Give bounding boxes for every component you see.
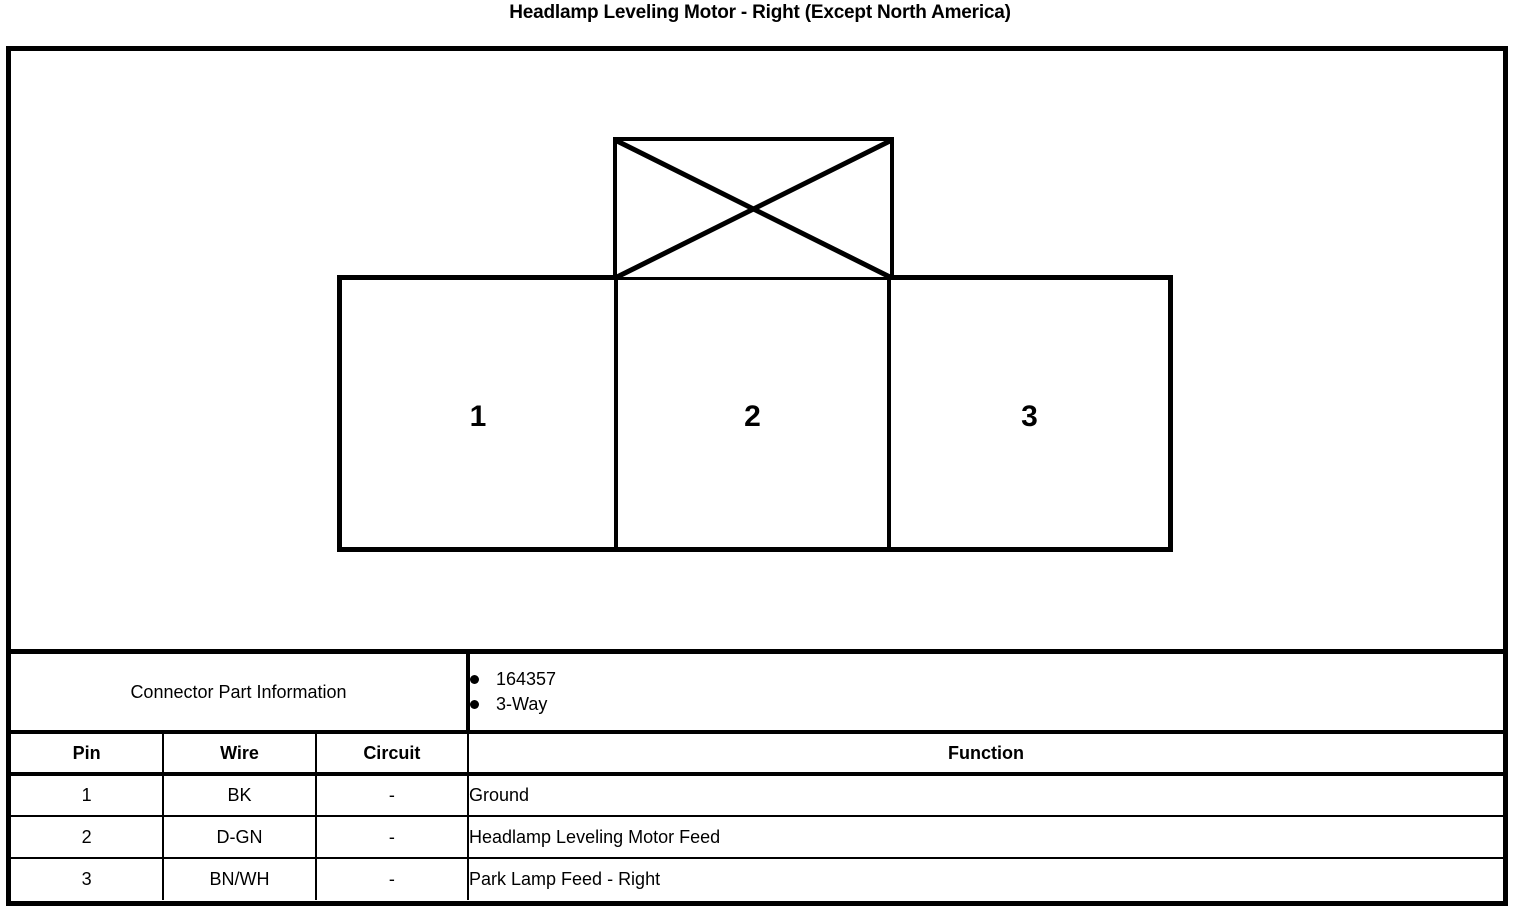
column-header-circuit: Circuit (315, 732, 470, 776)
connector-part-number-line: 164357 (470, 667, 1503, 692)
connector-part-information-label: Connector Part Information (11, 654, 470, 734)
table-row: 3 BN/WH - Park Lamp Feed - Right (11, 858, 1503, 900)
connector-body: 1 2 3 (337, 275, 1173, 552)
connector-cell-3[interactable]: 3 (891, 280, 1168, 547)
row-wire: BN/WH (163, 858, 317, 900)
row-pin: 2 (11, 816, 165, 859)
connector-diagram-area: 1 2 3 (11, 51, 1503, 654)
column-header-pin: Pin (11, 732, 165, 776)
row-circuit: - (315, 858, 470, 900)
connector-cell-2[interactable]: 2 (614, 280, 891, 547)
connector-cell-1-label: 1 (469, 399, 487, 433)
keyed-tab (613, 137, 894, 280)
row-pin: 1 (11, 774, 165, 817)
figure-frame: 1 2 3 Connector Part Information 164357 (6, 46, 1508, 906)
connector-cell-2-label: 2 (744, 399, 761, 433)
table-header-row: Pin Wire Circuit Function (11, 732, 1503, 776)
connector-cell-3-label: 3 (1021, 399, 1038, 433)
connector-way-count-line: 3-Way (470, 692, 1503, 717)
connector-cell-1[interactable]: 1 (342, 280, 614, 547)
row-circuit: - (315, 774, 470, 817)
connector-part-number: 164357 (496, 669, 557, 689)
row-wire: BK (163, 774, 317, 817)
connector-part-information-row: Connector Part Information 164357 3-Way (11, 654, 1503, 734)
row-function: Ground (468, 774, 1503, 817)
table-row: 1 BK - Ground (11, 774, 1503, 817)
page-title: Headlamp Leveling Motor - Right (Except … (509, 2, 1011, 23)
row-function: Park Lamp Feed - Right (469, 869, 661, 889)
pinout-table: Connector Part Information 164357 3-Way … (11, 654, 1503, 900)
bullet-icon (470, 700, 479, 709)
connector-way-count: 3-Way (496, 694, 548, 714)
x-cross-icon (615, 138, 892, 280)
column-header-wire: Wire (163, 732, 317, 776)
table-row: 2 D-GN - Headlamp Leveling Motor Feed (11, 816, 1503, 859)
row-pin: 3 (11, 858, 165, 900)
column-header-function: Function (468, 732, 1503, 776)
connector-graphic: 1 2 3 (337, 137, 1177, 557)
connector-part-information-values: 164357 3-Way (468, 654, 1503, 734)
row-function: Headlamp Leveling Motor Feed (468, 816, 1503, 859)
row-wire: D-GN (163, 816, 317, 859)
bullet-icon (470, 675, 479, 684)
row-circuit: - (315, 816, 470, 859)
